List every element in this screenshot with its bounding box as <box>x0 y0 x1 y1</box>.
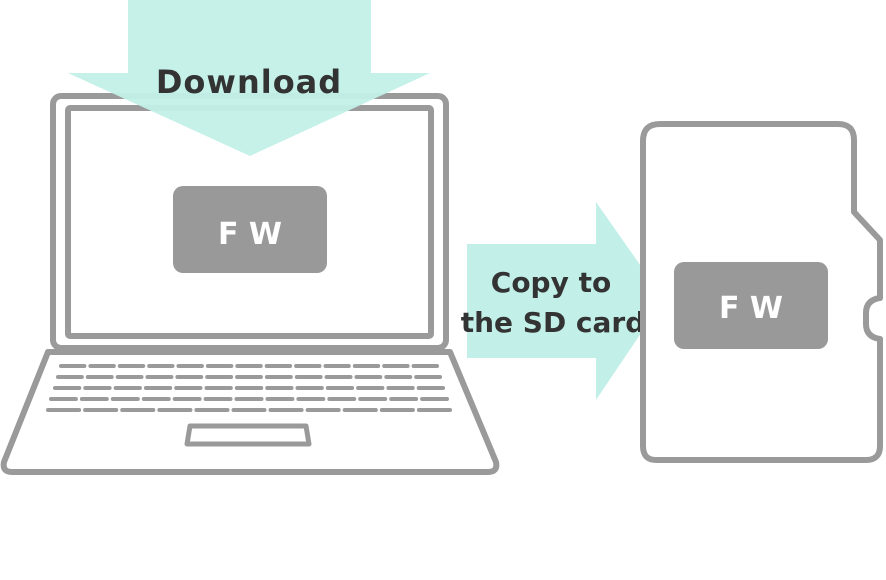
laptop-trackpad <box>184 423 312 447</box>
sd-badge-label: F W <box>719 291 783 326</box>
laptop-badge-box <box>173 186 327 273</box>
copy-label-line2: the SD card <box>461 306 646 339</box>
laptop-keyboard <box>46 364 452 412</box>
download-arrow-shape <box>68 0 430 156</box>
copy-arrow-shape <box>467 202 664 400</box>
copy-to-sd-arrow: Copy to the SD card <box>461 202 664 400</box>
copy-label-line1: Copy to <box>491 266 611 299</box>
laptop-badge-label: F W <box>218 217 282 252</box>
download-label: Download <box>156 63 342 101</box>
sd-firmware-badge: F W <box>674 262 828 349</box>
sd-badge-box <box>674 262 828 349</box>
laptop-firmware-badge: F W <box>173 186 327 273</box>
download-arrow: Download <box>68 0 430 156</box>
